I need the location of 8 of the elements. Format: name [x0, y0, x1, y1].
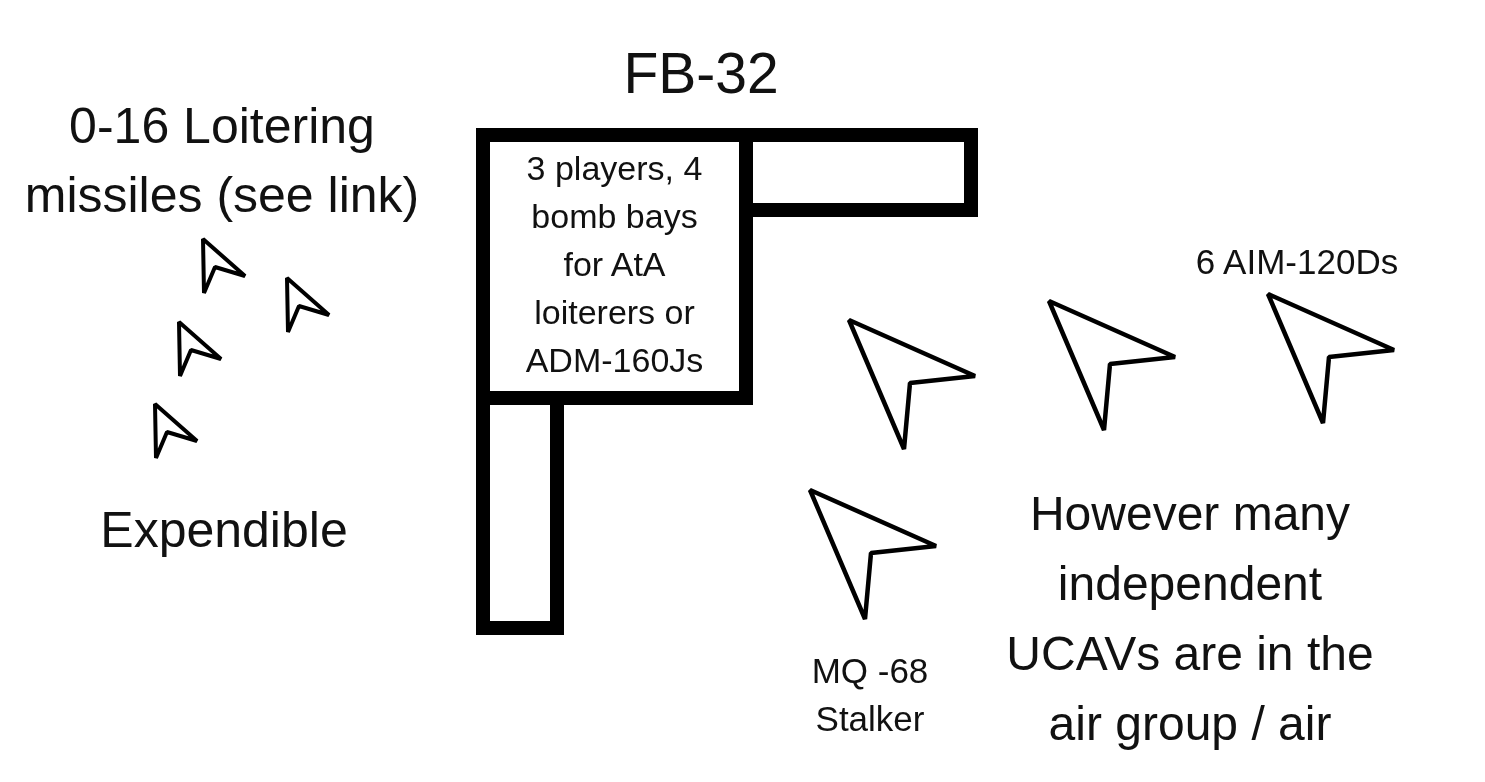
outlined-box [476, 128, 753, 405]
annotation-text: 6 AIM-120Ds [1195, 241, 1399, 283]
annotation-text: 0-16 Loitering missiles (see link) [24, 97, 420, 225]
title-text: FB-32 [622, 40, 780, 106]
annotation-text: However many independent UCAVs are in the air group / air [1005, 486, 1375, 752]
annotation-text: MQ -68 Stalker [811, 650, 929, 740]
box-text: 3 players, 4 bomb bays for AtA loiterers or ADM-160Js [525, 148, 704, 381]
annotation-text: Expendible [99, 501, 349, 560]
